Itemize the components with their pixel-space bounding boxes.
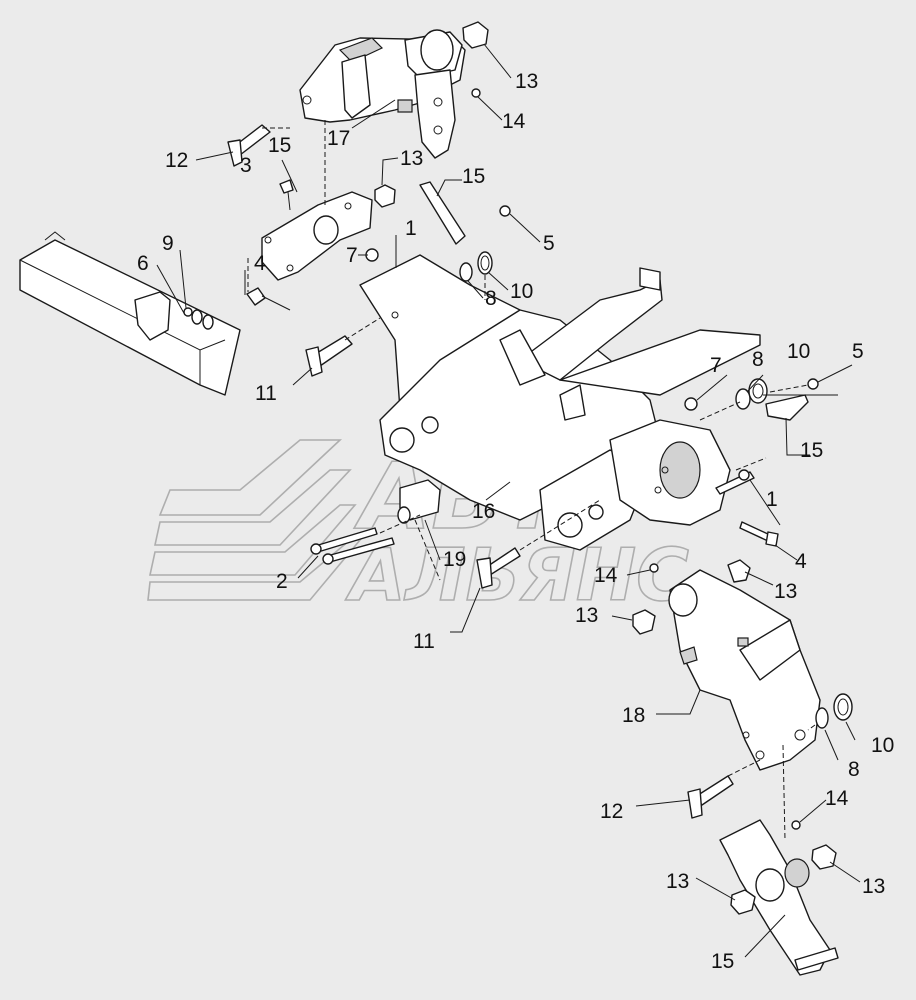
callout-labels: 13 14 17 12 15 3 13 15 5 1 9 6 4 7 10 8 … — [137, 70, 894, 973]
callout-3: 3 — [240, 154, 252, 177]
part-13-bushing-bottom-right — [811, 844, 837, 870]
part-15-clip-right — [765, 394, 809, 421]
callout-18: 18 — [622, 704, 645, 727]
callout-8-c: 8 — [848, 758, 860, 781]
callout-10-c: 10 — [871, 734, 894, 757]
part-4-bolt-upper — [246, 287, 291, 311]
part-5-nut-upper — [499, 205, 511, 217]
part-15-bottom-clamp — [719, 819, 839, 976]
part-4-bolt-right — [739, 521, 779, 547]
part-13-bushing-bottom-left — [730, 889, 756, 915]
callout-13-d: 13 — [575, 604, 598, 627]
part-8-washer-upper — [459, 262, 473, 282]
callout-11-b: 11 — [413, 630, 435, 653]
callout-15-c: 15 — [800, 439, 823, 462]
part-1-bolt-right — [715, 469, 755, 495]
watermark-line2: АЛЬЯНС — [345, 533, 689, 617]
part-12-pin-lower — [687, 775, 734, 819]
callout-4-b: 4 — [795, 550, 807, 573]
part-14-nipple-mid — [649, 563, 659, 573]
callout-16: 16 — [472, 500, 495, 523]
part-8-washer-right — [735, 388, 751, 410]
part-13-bushing-right — [727, 559, 751, 583]
part-10-washer-right — [748, 378, 768, 404]
callout-5-a: 5 — [543, 232, 555, 255]
part-8-washer-lower — [815, 707, 829, 729]
callout-9: 9 — [162, 232, 174, 255]
callout-13-a: 13 — [515, 70, 538, 93]
callout-15-d: 15 — [711, 950, 734, 973]
callout-5-b: 5 — [852, 340, 864, 363]
callout-14-c: 14 — [825, 787, 849, 810]
part-11-pin-upper — [305, 335, 353, 377]
part-13-bushing-mid — [374, 184, 396, 208]
part-10-washer-lower — [833, 693, 853, 721]
part-2-long-bolts — [310, 527, 395, 565]
callout-10-a: 10 — [510, 280, 533, 303]
part-15-clip-upper — [419, 181, 466, 245]
callout-14-a: 14 — [502, 110, 526, 133]
callout-15-b: 15 — [462, 165, 485, 188]
part-3-bolt — [279, 179, 294, 211]
part-16-main-frame — [359, 254, 761, 551]
part-6-bolt — [183, 307, 193, 317]
part-14-nipple-top — [471, 88, 481, 98]
assembly-lines — [247, 120, 816, 841]
leader-lines — [156, 43, 861, 958]
callout-7-b: 7 — [710, 354, 722, 377]
callout-8-b: 8 — [752, 348, 764, 371]
callout-1-b: 1 — [766, 488, 778, 511]
wing-chevrons-logo-icon — [147, 439, 362, 601]
part-13-bushing-left — [632, 609, 656, 635]
part-hitch-beam — [19, 231, 241, 396]
callout-12-b: 12 — [600, 800, 623, 823]
callout-8-a: 8 — [485, 287, 497, 310]
callout-19: 19 — [443, 548, 466, 571]
callout-7-a: 7 — [346, 244, 358, 267]
callout-13-f: 13 — [862, 875, 885, 898]
part-19-bushing-assembly — [397, 479, 441, 524]
part-14-nipple-bottom — [791, 820, 801, 830]
part-12-pin-top — [227, 124, 271, 167]
callout-13-c: 13 — [774, 580, 797, 603]
callout-13-e: 13 — [666, 870, 689, 893]
callout-12-a: 12 — [165, 149, 188, 172]
callout-10-b: 10 — [787, 340, 810, 363]
part-cradle-bracket — [261, 191, 373, 281]
callout-2: 2 — [276, 570, 288, 593]
callout-1-a: 1 — [405, 217, 417, 240]
part-5-nut-right — [807, 378, 819, 390]
part-18-lower-bracket — [668, 569, 821, 771]
callout-13-b: 13 — [400, 147, 423, 170]
part-7-nut-right — [684, 397, 698, 411]
part-17-upper-bracket — [299, 29, 466, 159]
part-10-washer-upper — [477, 251, 493, 275]
part-13-bushing-top — [462, 21, 489, 49]
callout-15-a: 15 — [268, 134, 291, 157]
callout-6: 6 — [137, 252, 149, 275]
callout-17: 17 — [327, 127, 350, 150]
callout-14-b: 14 — [594, 564, 618, 587]
callout-11-a: 11 — [255, 382, 277, 405]
part-11-pin-lower — [476, 547, 521, 589]
callout-4-a: 4 — [254, 252, 266, 275]
part-9-washer — [191, 309, 214, 330]
